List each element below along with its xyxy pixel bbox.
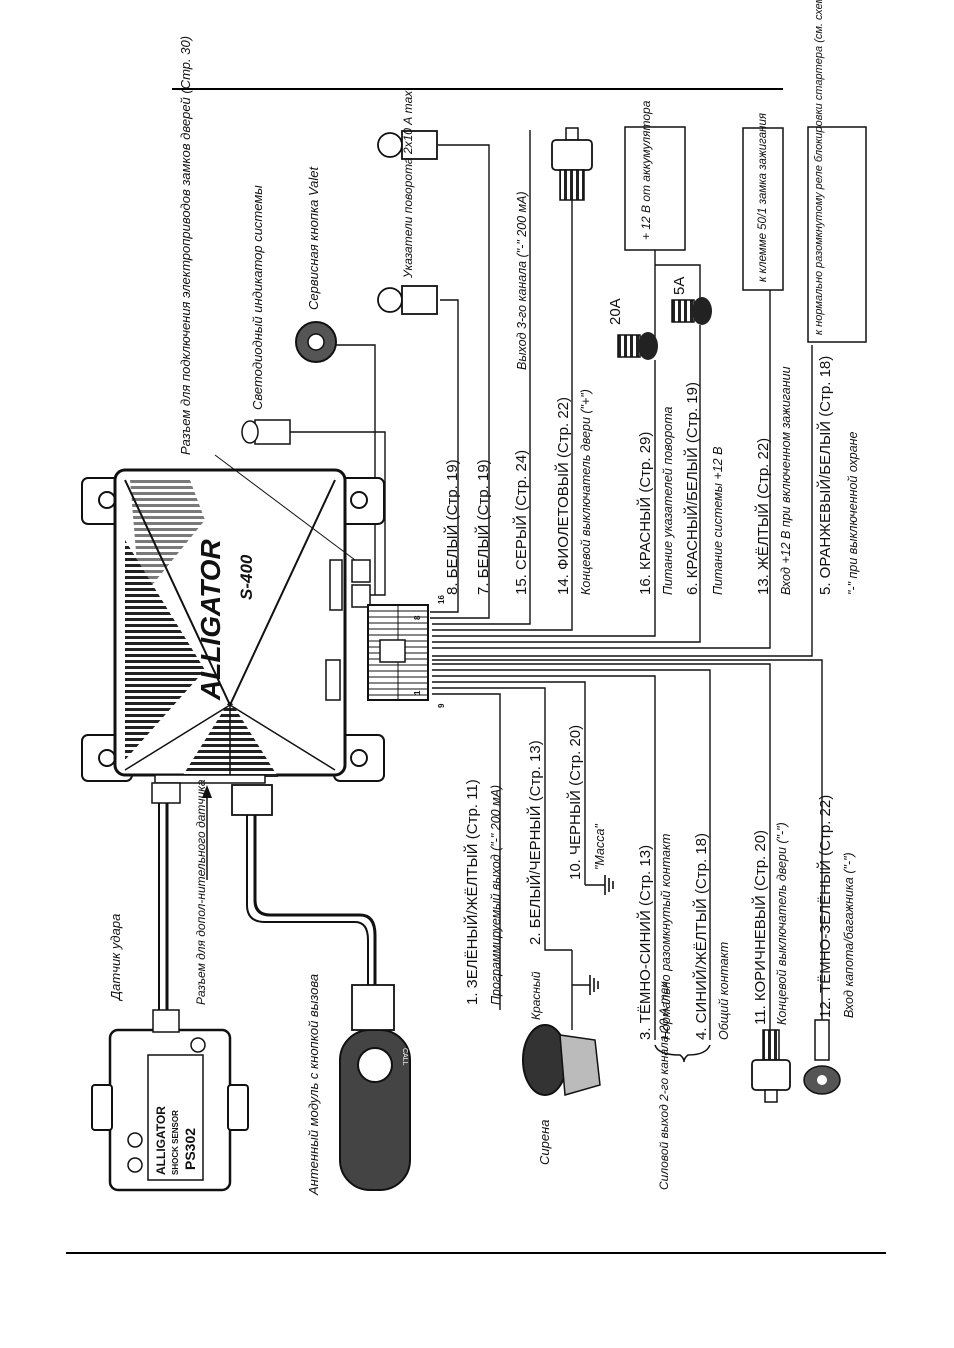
wire-5-desc: "-" при выключенной охране (846, 431, 860, 595)
siren-red-label: Красный (529, 971, 543, 1020)
battery-label: + 12 В от аккумулятора (639, 100, 653, 240)
wire-15-label: 15. СЕРЫЙ (Стр. 24) (512, 450, 530, 595)
wire-11-label: 11. КОРИЧНЕВЫЙ (Стр. 20) (751, 830, 769, 1025)
wire-13-desc: Вход +12 В при включенном зажигании (779, 366, 793, 595)
wire-14-desc: Концевой выключатель двери ("+") (579, 389, 593, 595)
valet-label: Сервисная кнопка Valet (306, 166, 321, 310)
wire-14-label: 14. ФИОЛЕТОВЫЙ (Стр. 22) (554, 397, 572, 595)
main-unit: ALLIGATOR S-400 (81, 468, 385, 784)
pin-9-label: 9 (437, 703, 446, 708)
wire-10-label: 10. ЧЕРНЫЙ (Стр. 20) (566, 725, 584, 880)
antenna-cable (253, 810, 377, 985)
wire-1-green-yellow (432, 693, 501, 1010)
top-rule (172, 88, 783, 90)
battery-box (624, 126, 686, 251)
ignition-label: к клемме 50/1 замка зажигания (757, 113, 769, 282)
wire-5-label: 5. ОРАНЖЕВЫЙ/БЕЛЫЙ (Стр. 18) (816, 356, 834, 595)
wire-11-brown (432, 663, 771, 1030)
aux-sensor-label: Разъем для допол-нительного датчика (194, 779, 208, 1005)
brace (654, 1044, 711, 1063)
antenna-module: CALL (231, 784, 411, 1191)
antenna-label: Антенный модуль с кнопкой вызова (306, 974, 321, 1196)
fuse-20a (617, 332, 658, 360)
starter-relay-box (807, 126, 867, 343)
wire-13-label: 13. ЖЁЛТЫЙ (Стр. 22) (754, 438, 772, 595)
wire-16-label: 16. КРАСНЫЙ (Стр. 29) (636, 432, 654, 595)
sensor-brand: ALLIGATOR (154, 1106, 168, 1175)
wire-16-red (432, 360, 656, 637)
wire-14-violet (432, 200, 573, 631)
shock-sensor-label: Датчик удара (108, 914, 123, 1002)
wire-4-desc: Общий контакт (717, 942, 731, 1040)
wire-10-desc: "Масса" (593, 824, 607, 870)
wire-11-desc: Концевой выключатель двери ("-") (775, 822, 789, 1025)
wire-2-white-black (432, 687, 572, 951)
door-switch-plus (551, 127, 593, 201)
wire-6-label: 6. КРАСНЫЙ/БЕЛЫЙ (Стр. 19) (683, 382, 701, 595)
fuse-5a-label: 5А (671, 277, 688, 295)
wire-10-black (432, 681, 586, 885)
wire-12-desc: Вход капота/багажника ("-") (842, 852, 856, 1018)
door-locks-label: Разъем для подключения электроприводов з… (178, 36, 193, 455)
hood-switch (803, 1019, 841, 1095)
wire-6-red-white (432, 325, 701, 643)
brand-model: S-400 (237, 554, 256, 600)
power-output-label: Силовой выход 2-го канала 20 А max (657, 981, 671, 1190)
pin-8-label: 8 (413, 615, 422, 620)
main-connector: 16 8 1 9 (367, 595, 446, 708)
wire-battery-link (654, 250, 701, 345)
valet-button (295, 321, 337, 363)
turn-signals-label: Указатели поворота 2x10 А max (401, 90, 415, 279)
wire-16-desc: Питание указателей поворота (661, 406, 675, 595)
pin-1-label: 1 (413, 690, 422, 695)
wire-12-label: 12. ТЁМНО-ЗЕЛЁНЫЙ (Стр. 22) (816, 795, 834, 1018)
wire-13-yellow (432, 290, 771, 649)
door-switch-minus (751, 1029, 791, 1103)
pin-16-label: 16 (437, 595, 446, 604)
brand-logo: ALLIGATOR (195, 538, 226, 701)
door-locks-label-text: Разъем для подключения электроприводов з… (178, 36, 193, 455)
wire-4-label: 4. СИНИЙ/ЖЁЛТЫЙ (Стр. 18) (692, 833, 710, 1040)
wire-3-dark-blue (432, 675, 656, 1040)
sensor-line: SHOCK SENSOR (171, 1110, 180, 1175)
bottom-rule (66, 1252, 886, 1254)
wire-1-desc: Программируемый выход ("-" 200 мА) (489, 785, 503, 1005)
wire-15-grey (432, 130, 531, 625)
shock-sensor: ALLIGATOR SHOCK SENSOR PS302 (91, 782, 249, 1192)
led-indicator (241, 419, 291, 445)
fuse-20a-label: 20А (607, 298, 624, 325)
sensor-model: PS302 (182, 1128, 198, 1170)
wire-1-label: 1. ЗЕЛЁНЫЙ/ЖЁЛТЫЙ (Стр. 11) (463, 779, 481, 1005)
wire-7-white (430, 144, 490, 619)
wire-3-desc: Нормально разомкнутый контакт (659, 834, 673, 1040)
wire-15-desc: Выход 3-го канала ("-" 200 мА) (515, 191, 529, 370)
turn-signal-bulbs (377, 130, 438, 315)
wire-5-orange-white (432, 345, 813, 657)
wire-3-label: 3. ТЁМНО-СИНИЙ (Стр. 13) (636, 845, 654, 1040)
fuse-5a (671, 297, 712, 325)
ignition-box (742, 127, 784, 291)
wire-7-label: 7. БЕЛЫЙ (Стр. 19) (474, 459, 492, 595)
led-label: Светодиодный индикатор системы (250, 185, 265, 410)
ground-symbols (589, 875, 614, 995)
wire-4-blue-yellow (432, 669, 711, 1040)
wire-8-label: 8. БЕЛЫЙ (Стр. 19) (443, 459, 461, 595)
starter-relay-label: к нормально разомкнутому реле блокировки… (813, 0, 825, 335)
siren (522, 1024, 601, 1096)
wire-2-label: 2. БЕЛЫЙ/ЧЕРНЫЙ (Стр. 13) (526, 740, 544, 945)
wire-6-desc: Питание системы +12 В (711, 447, 725, 595)
siren-label: Сирена (537, 1120, 552, 1165)
wire-12-dark-green (432, 659, 823, 1020)
antenna-call-label: CALL (401, 1048, 408, 1066)
wire-8-white (430, 299, 459, 613)
